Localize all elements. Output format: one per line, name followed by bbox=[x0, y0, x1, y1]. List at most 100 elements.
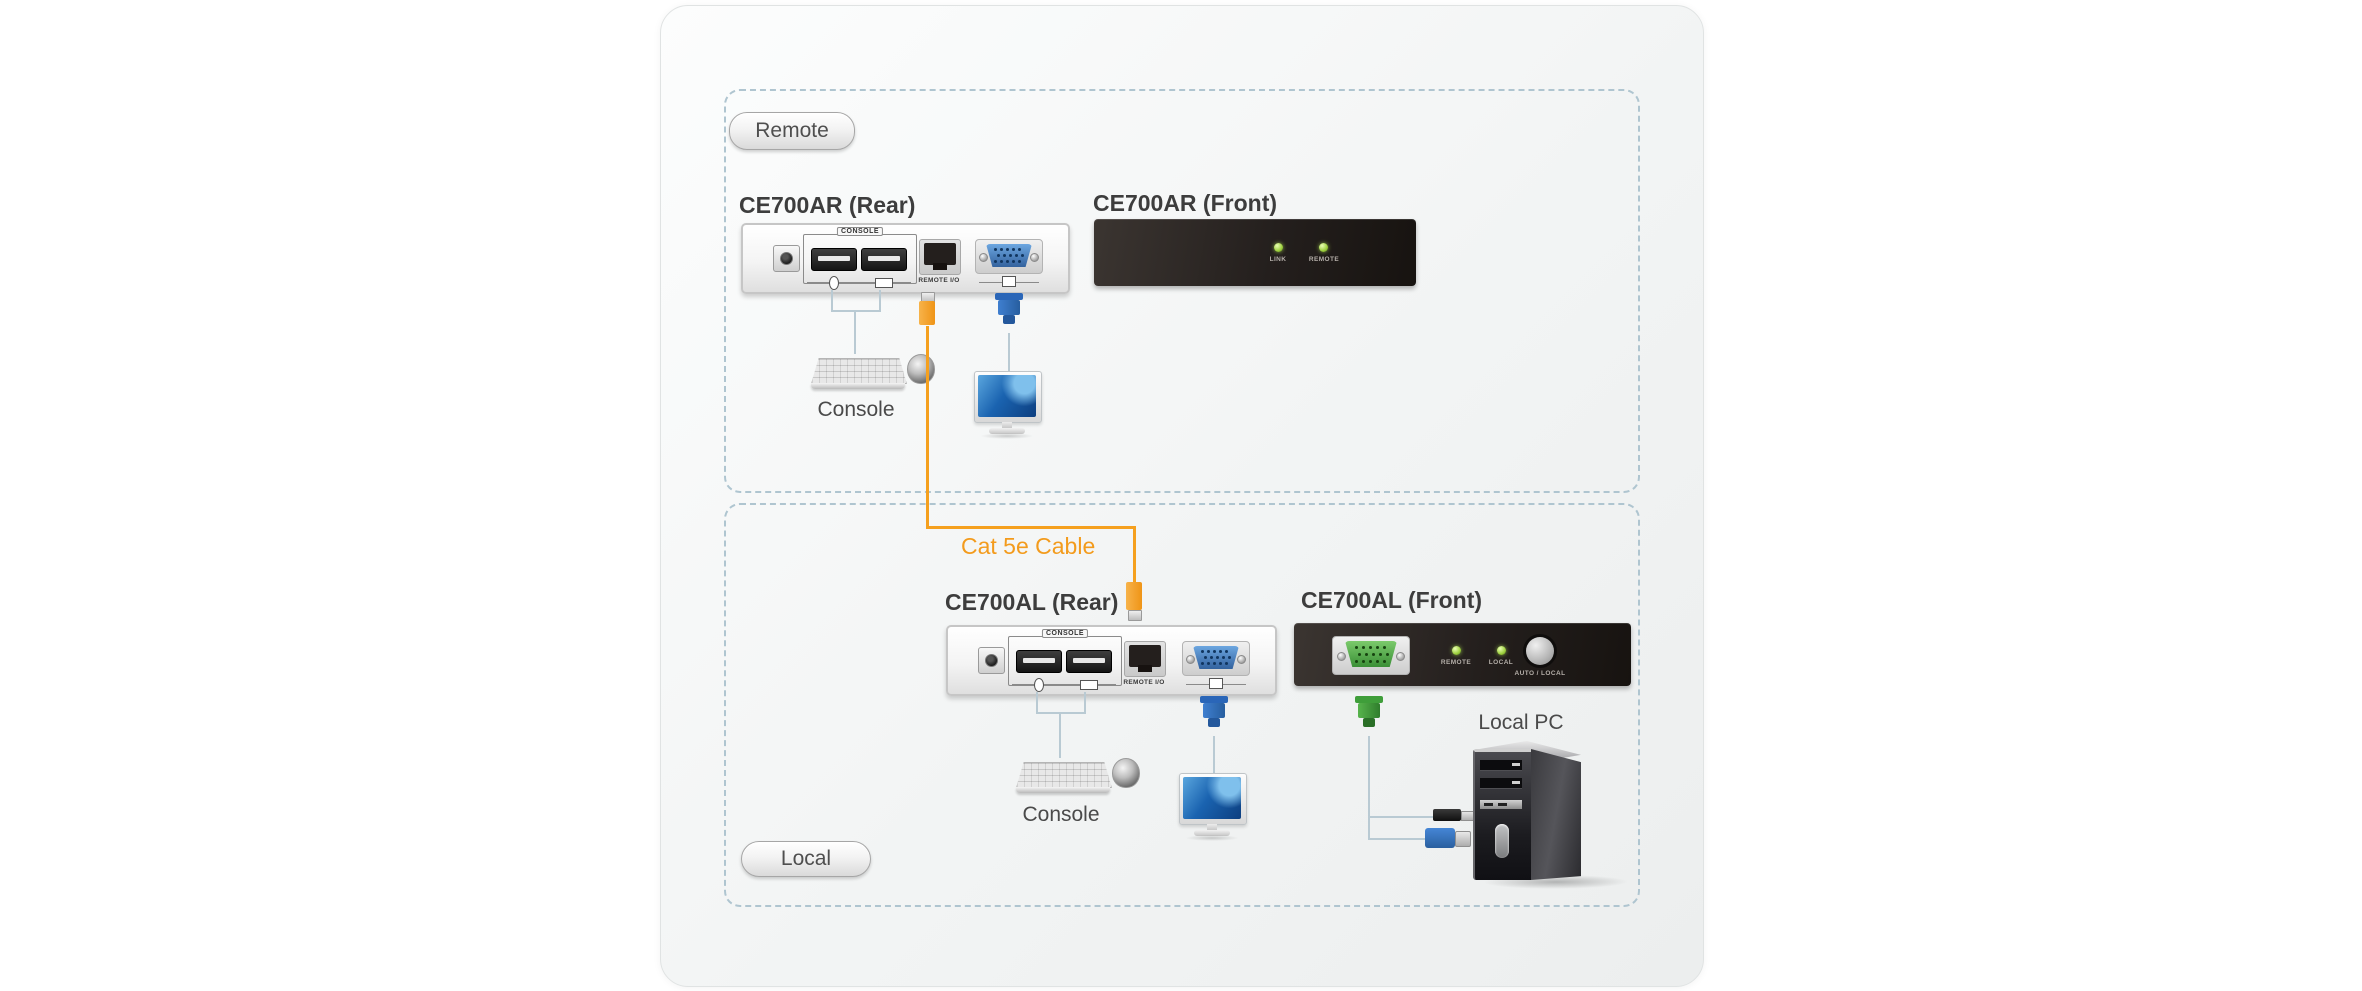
console-wire bbox=[1059, 714, 1061, 758]
kvm-cable-connector bbox=[1355, 696, 1383, 736]
usb-keyboard-port bbox=[1066, 650, 1112, 673]
drive-bay bbox=[1480, 778, 1522, 789]
vga-dsub bbox=[986, 244, 1032, 267]
cat5e-cable-label: Cat 5e Cable bbox=[961, 533, 1096, 559]
local-pc-port bbox=[1332, 636, 1410, 675]
remote-led-label: REMOTE bbox=[1308, 256, 1340, 263]
remote-led bbox=[1452, 646, 1461, 655]
drive-bay bbox=[1480, 760, 1522, 771]
ce700ar-rear-title: CE700AR (Rear) bbox=[739, 192, 916, 218]
remote-monitor bbox=[974, 371, 1044, 439]
cat5e-cable-segment bbox=[926, 326, 929, 528]
console-wire bbox=[879, 290, 881, 312]
vga-screw-left bbox=[979, 252, 988, 262]
vga-port bbox=[1182, 641, 1250, 676]
remote-zone-label-pill: Remote bbox=[729, 112, 855, 150]
dc-power-jack bbox=[978, 647, 1005, 674]
console-bracket-line bbox=[1012, 684, 1116, 685]
local-pc-tower bbox=[1469, 739, 1633, 889]
cat5e-connector-top bbox=[918, 292, 936, 328]
ce700ar-rear-device: CONSOLE REMOTE I/O bbox=[741, 223, 1070, 294]
monitor-wire bbox=[1008, 333, 1010, 373]
pc-side-panel bbox=[1531, 749, 1581, 880]
rj45-jack bbox=[1129, 645, 1161, 667]
mouse-icon bbox=[829, 276, 839, 290]
console-wire bbox=[1036, 692, 1038, 714]
pc-front-panel bbox=[1473, 749, 1531, 880]
pc-power-button bbox=[1495, 824, 1509, 858]
auto-local-button-label: AUTO / LOCAL bbox=[1514, 670, 1566, 677]
pc-wire bbox=[1368, 816, 1434, 818]
local-monitor bbox=[1179, 773, 1249, 841]
local-zone bbox=[724, 503, 1640, 907]
console-wire bbox=[831, 310, 881, 312]
remote-zone bbox=[724, 89, 1640, 493]
rj45-jack bbox=[924, 243, 956, 265]
monitor-wire bbox=[1213, 736, 1215, 774]
cat5e-cable-segment bbox=[1133, 526, 1136, 584]
rj45-tab bbox=[1138, 665, 1152, 672]
keyboard-icon bbox=[875, 278, 893, 288]
vga-connector-pc bbox=[1425, 826, 1473, 854]
remote-io-label: REMOTE I/O bbox=[1123, 679, 1165, 686]
auto-local-button bbox=[1526, 637, 1554, 665]
ce700al-front-device: REMOTE LOCAL AUTO / LOCAL bbox=[1294, 623, 1631, 686]
vga-screw-right bbox=[1030, 252, 1039, 262]
vga-dsub-green bbox=[1345, 641, 1397, 667]
monitor-icon bbox=[1002, 276, 1016, 287]
vga-screw-right bbox=[1237, 654, 1246, 664]
vga-port bbox=[975, 239, 1043, 274]
vga-screw-left bbox=[1186, 654, 1195, 664]
usb-keyboard-port bbox=[861, 248, 907, 271]
console-bracket-line bbox=[807, 282, 911, 283]
console-group-label: CONSOLE bbox=[1041, 629, 1089, 638]
rj45-tab bbox=[933, 263, 947, 270]
cat5e-cable-segment bbox=[926, 526, 1136, 529]
console-wire bbox=[1036, 712, 1086, 714]
console-port-group: CONSOLE bbox=[1008, 629, 1122, 686]
ce700al-rear-device: CONSOLE REMOTE I/O bbox=[946, 625, 1277, 696]
keyboard-icon bbox=[1080, 680, 1098, 690]
remote-keyboard bbox=[811, 352, 907, 398]
remote-io-port bbox=[1124, 641, 1166, 677]
local-led-label: LOCAL bbox=[1488, 659, 1514, 666]
local-console-label: Console bbox=[1022, 803, 1100, 826]
usb-mouse-port bbox=[811, 248, 857, 271]
local-mouse bbox=[1112, 758, 1140, 788]
local-led bbox=[1497, 646, 1506, 655]
pc-io-panel bbox=[1480, 800, 1522, 809]
pc-wire bbox=[1368, 736, 1370, 840]
local-pc-label: Local PC bbox=[1478, 711, 1564, 734]
vga-connector bbox=[995, 293, 1023, 333]
console-group-label: CONSOLE bbox=[836, 227, 884, 236]
cat5e-connector-bottom bbox=[1125, 582, 1143, 622]
ce700ar-front-device: LINK REMOTE bbox=[1094, 219, 1416, 286]
ce700ar-front-title: CE700AR (Front) bbox=[1093, 190, 1278, 216]
remote-led bbox=[1319, 243, 1328, 252]
local-zone-label: Local bbox=[780, 847, 832, 870]
remote-io-label: REMOTE I/O bbox=[918, 277, 960, 284]
console-wire bbox=[1084, 692, 1086, 714]
console-wire bbox=[831, 290, 833, 312]
console-wire bbox=[854, 312, 856, 354]
vga-dsub bbox=[1193, 646, 1239, 669]
monitor-icon bbox=[1209, 678, 1223, 689]
console-port-group: CONSOLE bbox=[803, 227, 917, 284]
ce700al-front-title: CE700AL (Front) bbox=[1301, 587, 1483, 613]
link-led-label: LINK bbox=[1269, 256, 1287, 263]
diagram-card: Remote CE700AR (Rear) CONSOLE REMOTE I/O bbox=[660, 5, 1704, 987]
remote-led-label: REMOTE bbox=[1440, 659, 1472, 666]
remote-zone-label: Remote bbox=[755, 119, 829, 142]
remote-console-label: Console bbox=[817, 398, 895, 421]
remote-mouse bbox=[907, 354, 935, 384]
dc-power-jack bbox=[773, 245, 800, 272]
pc-wire bbox=[1368, 838, 1426, 840]
link-led bbox=[1274, 243, 1283, 252]
remote-io-port bbox=[919, 239, 961, 275]
mouse-icon bbox=[1034, 678, 1044, 692]
local-keyboard bbox=[1016, 756, 1112, 802]
vga-connector bbox=[1200, 696, 1228, 736]
usb-mouse-port bbox=[1016, 650, 1062, 673]
vga-screw-right bbox=[1396, 651, 1405, 661]
ce700al-rear-title: CE700AL (Rear) bbox=[945, 589, 1119, 615]
